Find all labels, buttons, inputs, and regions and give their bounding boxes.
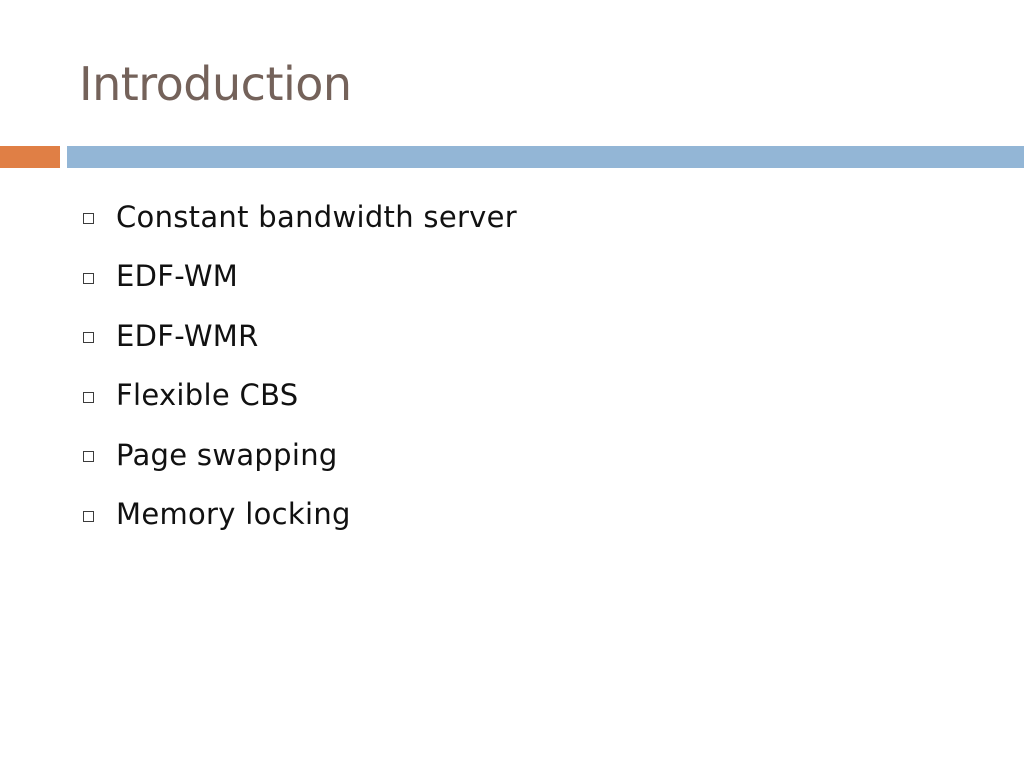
square-bullet-icon	[83, 272, 94, 284]
list-item: Memory locking	[80, 485, 517, 545]
bullet-text: EDF-WMR	[116, 318, 259, 353]
title-accent-bar	[0, 146, 60, 168]
list-item: Flexible CBS	[80, 366, 517, 426]
bullet-text: Flexible CBS	[116, 378, 299, 413]
list-item: EDF-WMR	[80, 306, 517, 366]
bullet-text: EDF-WM	[116, 259, 239, 294]
square-bullet-icon	[83, 451, 94, 463]
title-divider-bar	[67, 146, 1024, 168]
list-item: Page swapping	[80, 425, 517, 485]
bullet-text: Memory locking	[116, 497, 351, 532]
bullet-text: Page swapping	[116, 437, 338, 472]
list-item: EDF-WM	[80, 247, 517, 307]
list-item: Constant bandwidth server	[80, 187, 517, 247]
bullet-text: Constant bandwidth server	[116, 199, 518, 234]
bullet-list: Constant bandwidth server EDF-WM EDF-WMR…	[80, 187, 517, 544]
square-bullet-icon	[83, 391, 94, 403]
square-bullet-icon	[83, 213, 94, 225]
square-bullet-icon	[83, 332, 94, 344]
slide-title: Introduction	[79, 57, 352, 111]
square-bullet-icon	[83, 510, 94, 522]
